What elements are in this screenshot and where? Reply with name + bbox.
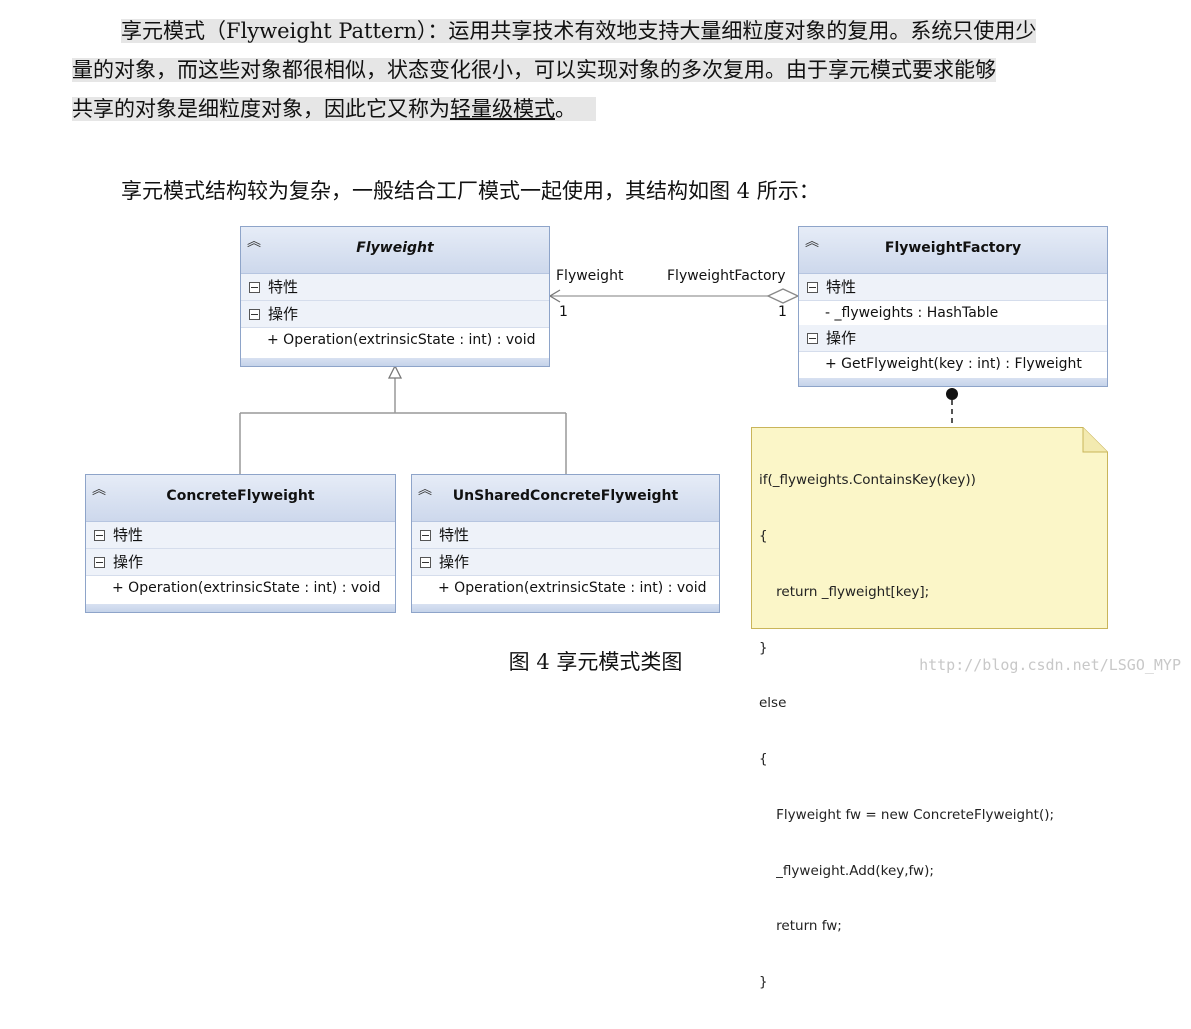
section-label: 操作 — [826, 329, 857, 347]
class-factory-attr-section[interactable]: 特性 — [799, 274, 1107, 301]
diagram-connectors — [239, 288, 958, 474]
class-factory-operation: + GetFlyweight(key : int) : Flyweight — [799, 352, 1107, 376]
class-concrete-name: ConcreteFlyweight — [166, 488, 315, 504]
class-factory-header: ︽ FlyweightFactory — [799, 227, 1107, 274]
class-footer — [241, 358, 549, 366]
class-flyweight-op-section[interactable]: 操作 — [241, 301, 549, 328]
class-unshared-header: ︽ UnSharedConcreteFlyweight — [412, 475, 719, 522]
note-code: if(_flyweights.ContainsKey(key)) { retur… — [759, 434, 1054, 1029]
collapse-chevron-icon[interactable]: ︽ — [805, 234, 819, 250]
association-left-role: Flyweight — [556, 268, 624, 284]
class-footer — [86, 604, 395, 612]
class-concrete-header: ︽ ConcreteFlyweight — [86, 475, 395, 522]
collapse-chevron-icon[interactable]: ︽ — [247, 234, 261, 250]
figure-caption: 图 4 享元模式类图 — [508, 650, 683, 674]
class-concrete-flyweight: ︽ ConcreteFlyweight 特性 操作 + Operation(ex… — [85, 474, 396, 613]
class-concrete-attr-section[interactable]: 特性 — [86, 522, 395, 549]
section-label: 特性 — [439, 526, 470, 544]
association-right-multiplicity: 1 — [778, 304, 787, 320]
section-label: 操作 — [439, 553, 470, 571]
intro-line-3: 共享的对象是细粒度对象，因此它又称为轻量级模式。 — [72, 97, 597, 121]
class-flyweight-attr-section[interactable]: 特性 — [241, 274, 549, 301]
collapse-chevron-icon[interactable]: ︽ — [92, 482, 106, 498]
class-unshared-operation: + Operation(extrinsicState : int) : void — [412, 576, 719, 600]
section-label: 特性 — [113, 526, 144, 544]
class-unshared-name: UnSharedConcreteFlyweight — [452, 488, 679, 504]
note-line: return fw; — [759, 918, 842, 935]
class-concrete-operation: + Operation(extrinsicState : int) : void — [86, 576, 395, 600]
class-factory-op-section[interactable]: 操作 — [799, 325, 1107, 352]
class-unshared-op-section[interactable]: 操作 — [412, 549, 719, 576]
collapse-box-icon — [807, 333, 818, 344]
lightweight-term: 轻量级模式 — [450, 97, 555, 121]
aggregation-diamond — [766, 288, 800, 304]
collapse-box-icon — [249, 309, 260, 320]
note-line: { — [759, 527, 768, 544]
association-arrowhead — [548, 289, 561, 303]
watermark: http://blog.csdn.net/LSGO_MYP — [919, 656, 1181, 674]
section-label: 操作 — [113, 553, 144, 571]
note-line: { — [759, 751, 768, 768]
collapse-box-icon — [420, 530, 431, 541]
collapse-box-icon — [249, 282, 260, 293]
note-line: _flyweight.Add(key,fw); — [759, 862, 934, 879]
collapse-box-icon — [94, 557, 105, 568]
class-flyweight-operation: + Operation(extrinsicState : int) : void — [241, 328, 549, 352]
code-note: if(_flyweights.ContainsKey(key)) { retur… — [751, 427, 1108, 990]
class-flyweight-factory: ︽ FlyweightFactory 特性 - _flyweights : Ha… — [798, 226, 1108, 387]
structure-text: 享元模式结构较为复杂，一般结合工厂模式一起使用，其结构如图 4 所示： — [121, 179, 820, 203]
association-left-multiplicity: 1 — [559, 304, 568, 320]
intro-line-3-text: 共享的对象是细粒度对象，因此它又称为 — [72, 97, 450, 121]
generalization-triangle — [387, 364, 403, 379]
class-factory-name: FlyweightFactory — [884, 240, 1022, 256]
intro-paragraph: 享元模式（Flyweight Pattern）：运用共享技术有效地支持大量细粒度… — [72, 12, 1122, 129]
note-line: return _flyweight[key]; — [759, 583, 930, 600]
collapse-box-icon — [94, 530, 105, 541]
section-label: 特性 — [268, 278, 299, 296]
class-footer — [799, 378, 1107, 386]
note-shape — [751, 427, 1108, 629]
note-line: Flyweight fw = new ConcreteFlyweight(); — [759, 806, 1055, 823]
structure-paragraph: 享元模式结构较为复杂，一般结合工厂模式一起使用，其结构如图 4 所示： — [72, 172, 1171, 211]
note-anchor-dot — [946, 388, 958, 400]
section-label: 特性 — [826, 278, 857, 296]
intro-line-1: 享元模式（Flyweight Pattern）：运用共享技术有效地支持大量细粒度… — [121, 19, 1037, 43]
intro-line-3-end: 。 — [555, 97, 576, 121]
class-unshared-concrete-flyweight: ︽ UnSharedConcreteFlyweight 特性 操作 + Oper… — [411, 474, 720, 613]
section-label: 操作 — [268, 305, 299, 323]
association-right-role: FlyweightFactory — [667, 268, 786, 284]
note-line: else — [759, 695, 787, 712]
collapse-box-icon — [420, 557, 431, 568]
collapse-chevron-icon[interactable]: ︽ — [418, 482, 432, 498]
class-flyweight-header: ︽ Flyweight — [241, 227, 549, 274]
class-flyweight-name: Flyweight — [356, 240, 434, 256]
class-factory-attribute: - _flyweights : HashTable — [799, 301, 1107, 325]
note-line: if(_flyweights.ContainsKey(key)) — [759, 472, 976, 489]
note-line: } — [759, 974, 768, 991]
intro-line-2: 量的对象，而这些对象都很相似，状态变化很小，可以实现对象的多次复用。由于享元模式… — [72, 58, 996, 82]
class-flyweight: ︽ Flyweight 特性 操作 + Operation(extrinsicS… — [240, 226, 550, 367]
note-line: } — [759, 639, 768, 656]
collapse-box-icon — [807, 282, 818, 293]
class-footer — [412, 604, 719, 612]
class-unshared-attr-section[interactable]: 特性 — [412, 522, 719, 549]
class-concrete-op-section[interactable]: 操作 — [86, 549, 395, 576]
